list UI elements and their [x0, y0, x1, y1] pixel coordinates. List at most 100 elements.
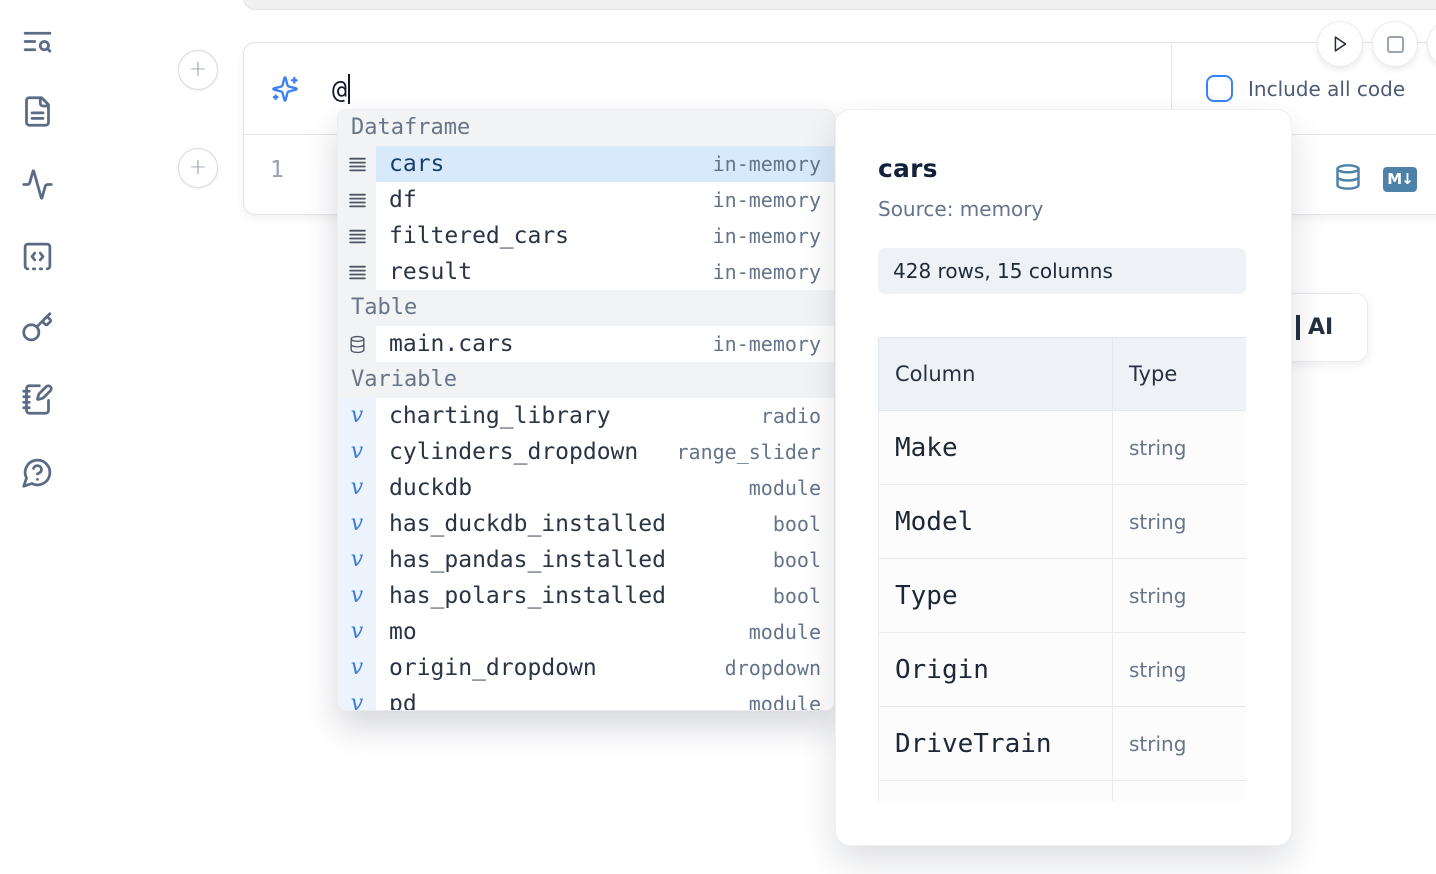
item-name: has_pandas_installed — [389, 547, 666, 573]
item-name: has_polars_installed — [389, 583, 666, 609]
code-editor-row[interactable]: 1 M↓ — [244, 135, 1436, 214]
run-cell-button[interactable] — [1318, 22, 1362, 66]
dataframe-icon — [338, 254, 376, 290]
activity-icon[interactable] — [18, 165, 56, 203]
add-cell-button-top[interactable]: + — [178, 50, 218, 90]
stop-icon — [1386, 35, 1404, 53]
toc-search-icon[interactable] — [18, 22, 56, 60]
item-type: in-memory — [712, 224, 821, 248]
scratchpad-icon[interactable] — [18, 380, 56, 418]
schema-column-name: Model — [878, 484, 1113, 559]
schema-column-type: string — [1112, 410, 1246, 485]
ai-options-zone: Include all code — [1171, 43, 1436, 134]
autocomplete-item-main: has_polars_installed bool — [376, 578, 834, 614]
prompt-text: @ — [332, 74, 348, 104]
dataframe-preview-panel: cars Source: memory 428 rows, 15 columns… — [836, 110, 1291, 845]
item-type: in-memory — [712, 332, 821, 356]
ai-prompt-input[interactable]: @ — [332, 71, 351, 107]
code-square-icon[interactable] — [18, 237, 56, 275]
schema-column-name: Make — [878, 410, 1113, 485]
add-cell-button-bottom[interactable]: + — [178, 148, 218, 188]
more-run-controls-button[interactable] — [1428, 22, 1436, 66]
previous-cell-edge — [243, 0, 1436, 10]
item-name: cars — [389, 151, 445, 177]
variable-icon: v — [338, 578, 376, 614]
database-icon — [338, 326, 376, 362]
item-name: result — [389, 259, 473, 285]
dataframe-icon — [338, 146, 376, 182]
item-name: filtered_cars — [389, 223, 570, 249]
schema-column-type: string — [1112, 632, 1246, 707]
variable-icon: v — [338, 542, 376, 578]
dataframe-icon — [338, 182, 376, 218]
schema-column-type — [1112, 780, 1246, 801]
markdown-convert-icon[interactable]: M↓ — [1383, 166, 1417, 192]
item-type: module — [748, 692, 821, 710]
autocomplete-section-table: Table — [338, 290, 834, 326]
sparkles-ai-icon — [271, 75, 299, 103]
item-name: main.cars — [389, 331, 514, 357]
column-header: Column — [878, 337, 1113, 411]
item-type: in-memory — [712, 152, 821, 176]
autocomplete-item-main: filtered_cars in-memory — [376, 218, 834, 254]
help-chat-icon[interactable] — [18, 453, 56, 491]
autocomplete-item-main.cars[interactable]: main.cars in-memory — [338, 326, 834, 362]
type-header: Type — [1112, 337, 1246, 411]
autocomplete-item-main: cars in-memory — [376, 146, 834, 182]
item-name: has_duckdb_installed — [389, 511, 666, 537]
text-cursor — [348, 74, 351, 104]
item-name: charting_library — [389, 403, 611, 429]
cell-actions: M↓ — [1334, 161, 1417, 197]
variable-icon: v — [338, 398, 376, 434]
autocomplete-item-main: main.cars in-memory — [376, 326, 834, 362]
partial-letter — [1296, 315, 1300, 340]
autocomplete-item-cars[interactable]: cars in-memory — [338, 146, 834, 182]
autocomplete-item-has_polars_installed[interactable]: v has_polars_installed bool — [338, 578, 834, 614]
preview-stats-badge: 428 rows, 15 columns — [878, 248, 1246, 294]
schema-column-type: string — [1112, 484, 1246, 559]
item-name: origin_dropdown — [389, 655, 597, 681]
database-tool-icon[interactable] — [1334, 161, 1362, 197]
include-all-code-checkbox[interactable] — [1206, 75, 1233, 102]
dataframe-icon — [338, 218, 376, 254]
key-icon[interactable] — [18, 308, 56, 346]
item-name: duckdb — [389, 475, 473, 501]
autocomplete-item-main: origin_dropdown dropdown — [376, 650, 834, 686]
schema-column-type: string — [1112, 706, 1246, 781]
include-all-code-label: Include all code — [1248, 76, 1406, 101]
item-type: range_slider — [676, 440, 822, 464]
item-type: dropdown — [724, 656, 821, 680]
variable-icon: v — [338, 650, 376, 686]
item-type: bool — [772, 584, 821, 608]
autocomplete-item-filtered_cars[interactable]: filtered_cars in-memory — [338, 218, 834, 254]
preview-source: Source: memory — [878, 197, 1044, 221]
autocomplete-item-origin_dropdown[interactable]: v origin_dropdown dropdown — [338, 650, 834, 686]
stop-cell-button[interactable] — [1373, 22, 1417, 66]
file-document-icon[interactable] — [18, 92, 56, 130]
variable-icon: v — [338, 686, 376, 710]
item-type: module — [748, 620, 821, 644]
schema-column-name: Origin — [878, 632, 1113, 707]
item-type: in-memory — [712, 188, 821, 212]
